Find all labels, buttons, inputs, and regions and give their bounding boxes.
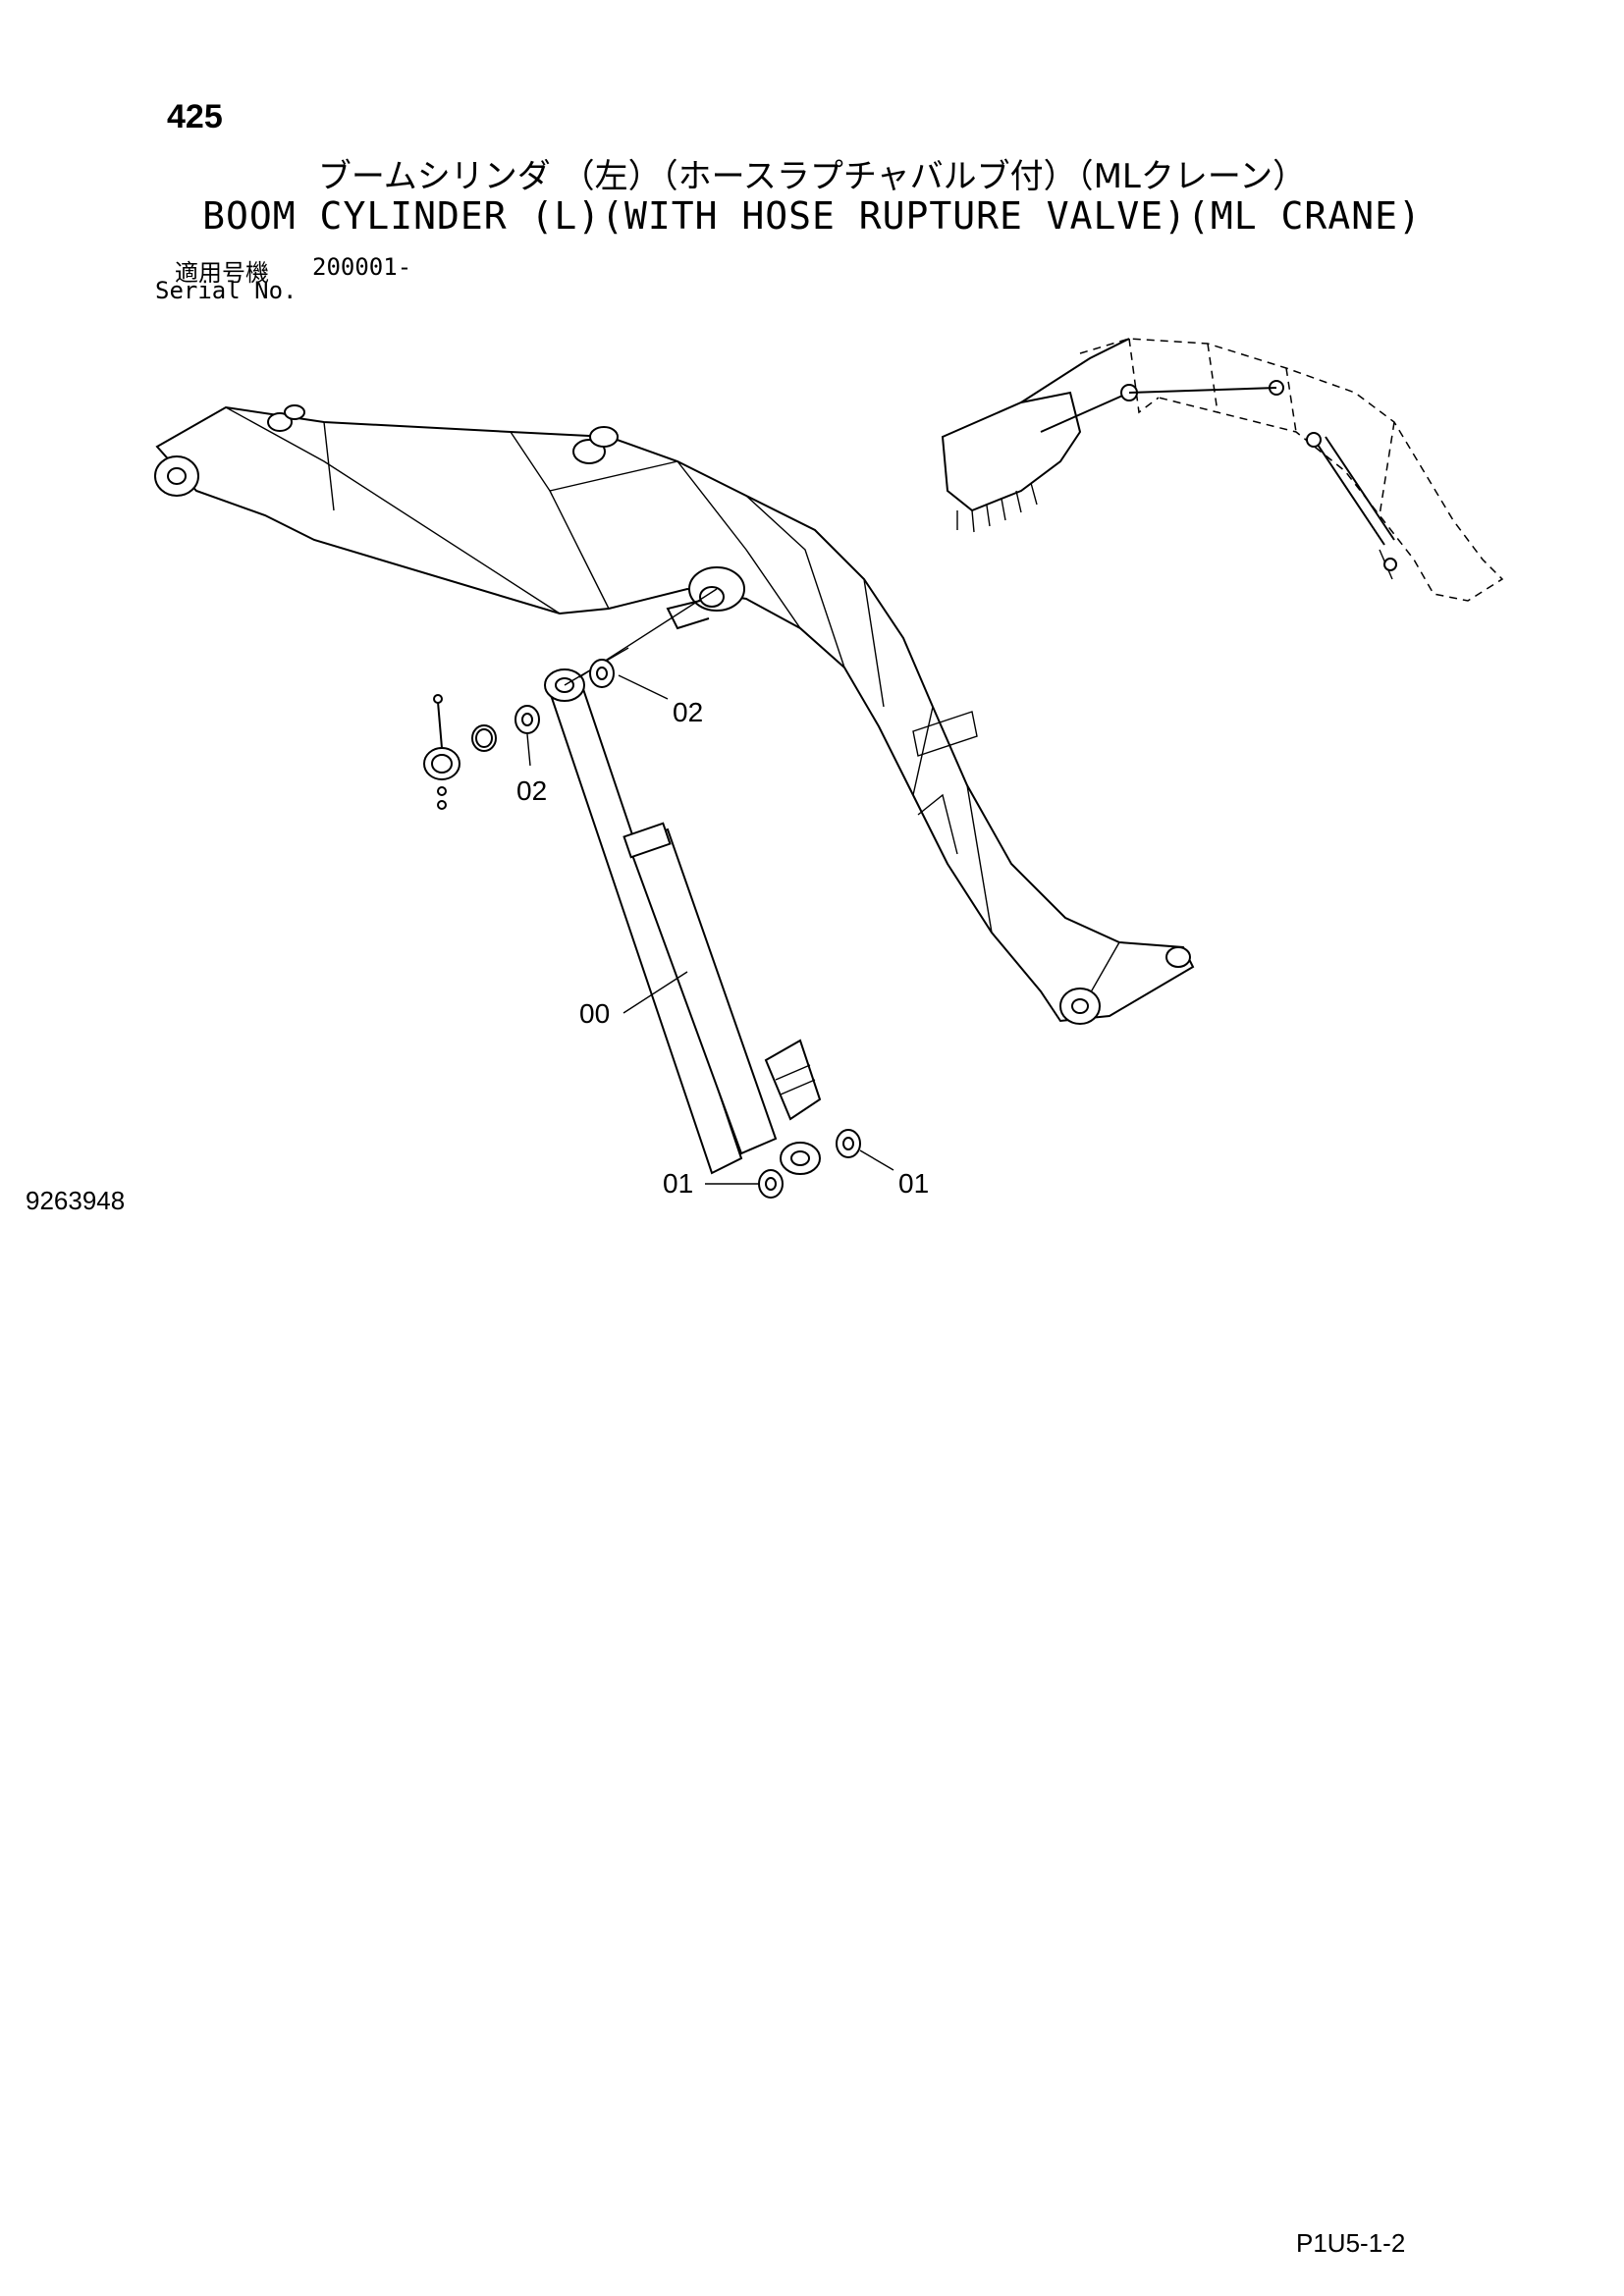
footer-page-code: P1U5-1-2	[1296, 2228, 1406, 2258]
callout-01-right: 01	[898, 1168, 929, 1199]
small-parts-drawing	[423, 659, 861, 1199]
boom-cylinder-drawing	[544, 588, 822, 1175]
title-english: BOOM CYLINDER (L)(WITH HOSE RUPTURE VALV…	[202, 194, 1422, 238]
boom-drawing	[154, 404, 1195, 1025]
serial-label-english: Serial No.	[155, 277, 298, 304]
callout-leaders	[526, 674, 894, 1185]
excavator-overview-drawing	[941, 338, 1504, 602]
callout-02-upper: 02	[673, 697, 703, 727]
serial-value: 200001-	[312, 253, 412, 281]
page-number: 425	[167, 98, 223, 135]
callout-00: 00	[579, 998, 610, 1029]
callout-02-lower: 02	[516, 775, 547, 806]
serial-label-japanese: 適用号機	[175, 259, 269, 287]
title-japanese: ブームシリンダ （左）（ホースラプチャバルブ付）（MLクレーン）	[317, 157, 1307, 196]
drawing-number: 9263948	[26, 1186, 126, 1215]
callout-01-left: 01	[663, 1168, 693, 1199]
